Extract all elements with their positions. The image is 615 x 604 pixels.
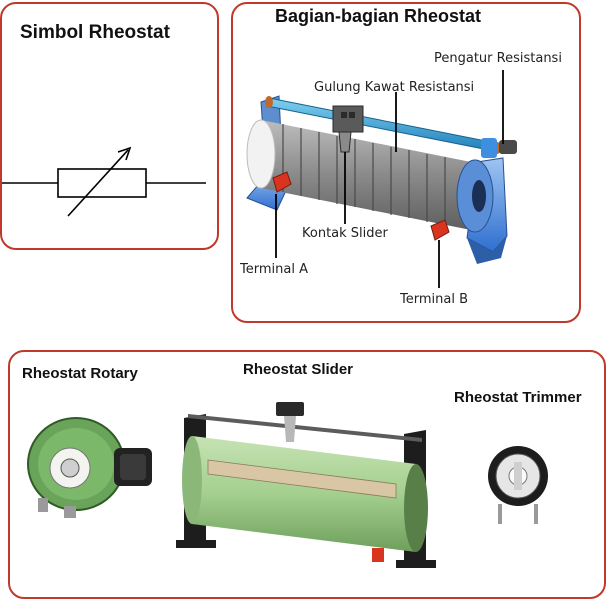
label-kontak-slider: Kontak Slider (302, 226, 388, 241)
label-terminal-a: Terminal A (240, 262, 308, 277)
label-terminal-b: Terminal B (400, 292, 468, 307)
rheostat-symbol (2, 146, 206, 217)
slider-title: Rheostat Slider (243, 361, 354, 378)
label-gulung-kawat: Gulung Kawat Resistansi (314, 80, 475, 95)
slider-rheostat-illustration (176, 402, 436, 568)
label-pengatur-resistansi: Pengatur Resistansi (434, 51, 562, 66)
rotary-title: Rheostat Rotary (22, 365, 138, 382)
rotary-rheostat-illustration (27, 417, 152, 518)
symbol-panel: Simbol Rheostat (0, 2, 219, 250)
symbol-title: Simbol Rheostat (20, 22, 170, 43)
trimmer-title: Rheostat Trimmer (454, 389, 582, 406)
parts-title: Bagian-bagian Rheostat (275, 6, 482, 26)
trimmer-rheostat-illustration (488, 446, 548, 524)
rheostat-cutaway-illustration (246, 70, 517, 288)
